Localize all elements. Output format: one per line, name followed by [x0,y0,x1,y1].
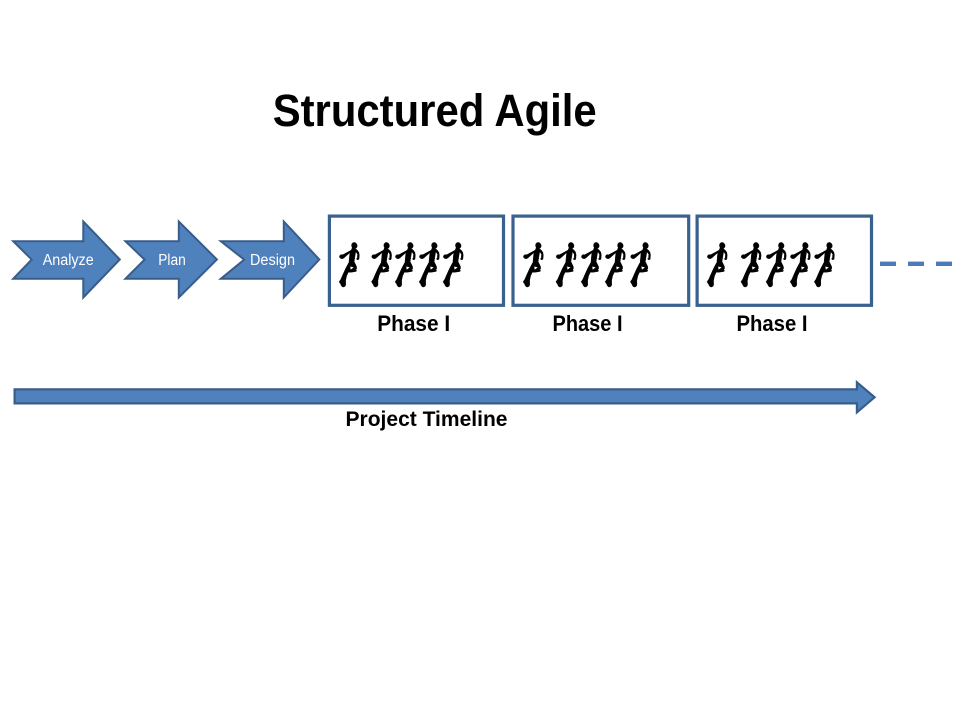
svg-text:Analyze: Analyze [43,252,94,269]
svg-text:Project Timeline: Project Timeline [346,407,508,431]
svg-text:Phase I: Phase I [377,311,450,336]
svg-text:Phase I: Phase I [737,311,808,336]
svg-text:Phase I: Phase I [553,311,623,336]
svg-text:Plan: Plan [158,252,186,269]
svg-text:Structured Agile: Structured Agile [273,85,597,136]
svg-text:Design: Design [250,252,295,269]
